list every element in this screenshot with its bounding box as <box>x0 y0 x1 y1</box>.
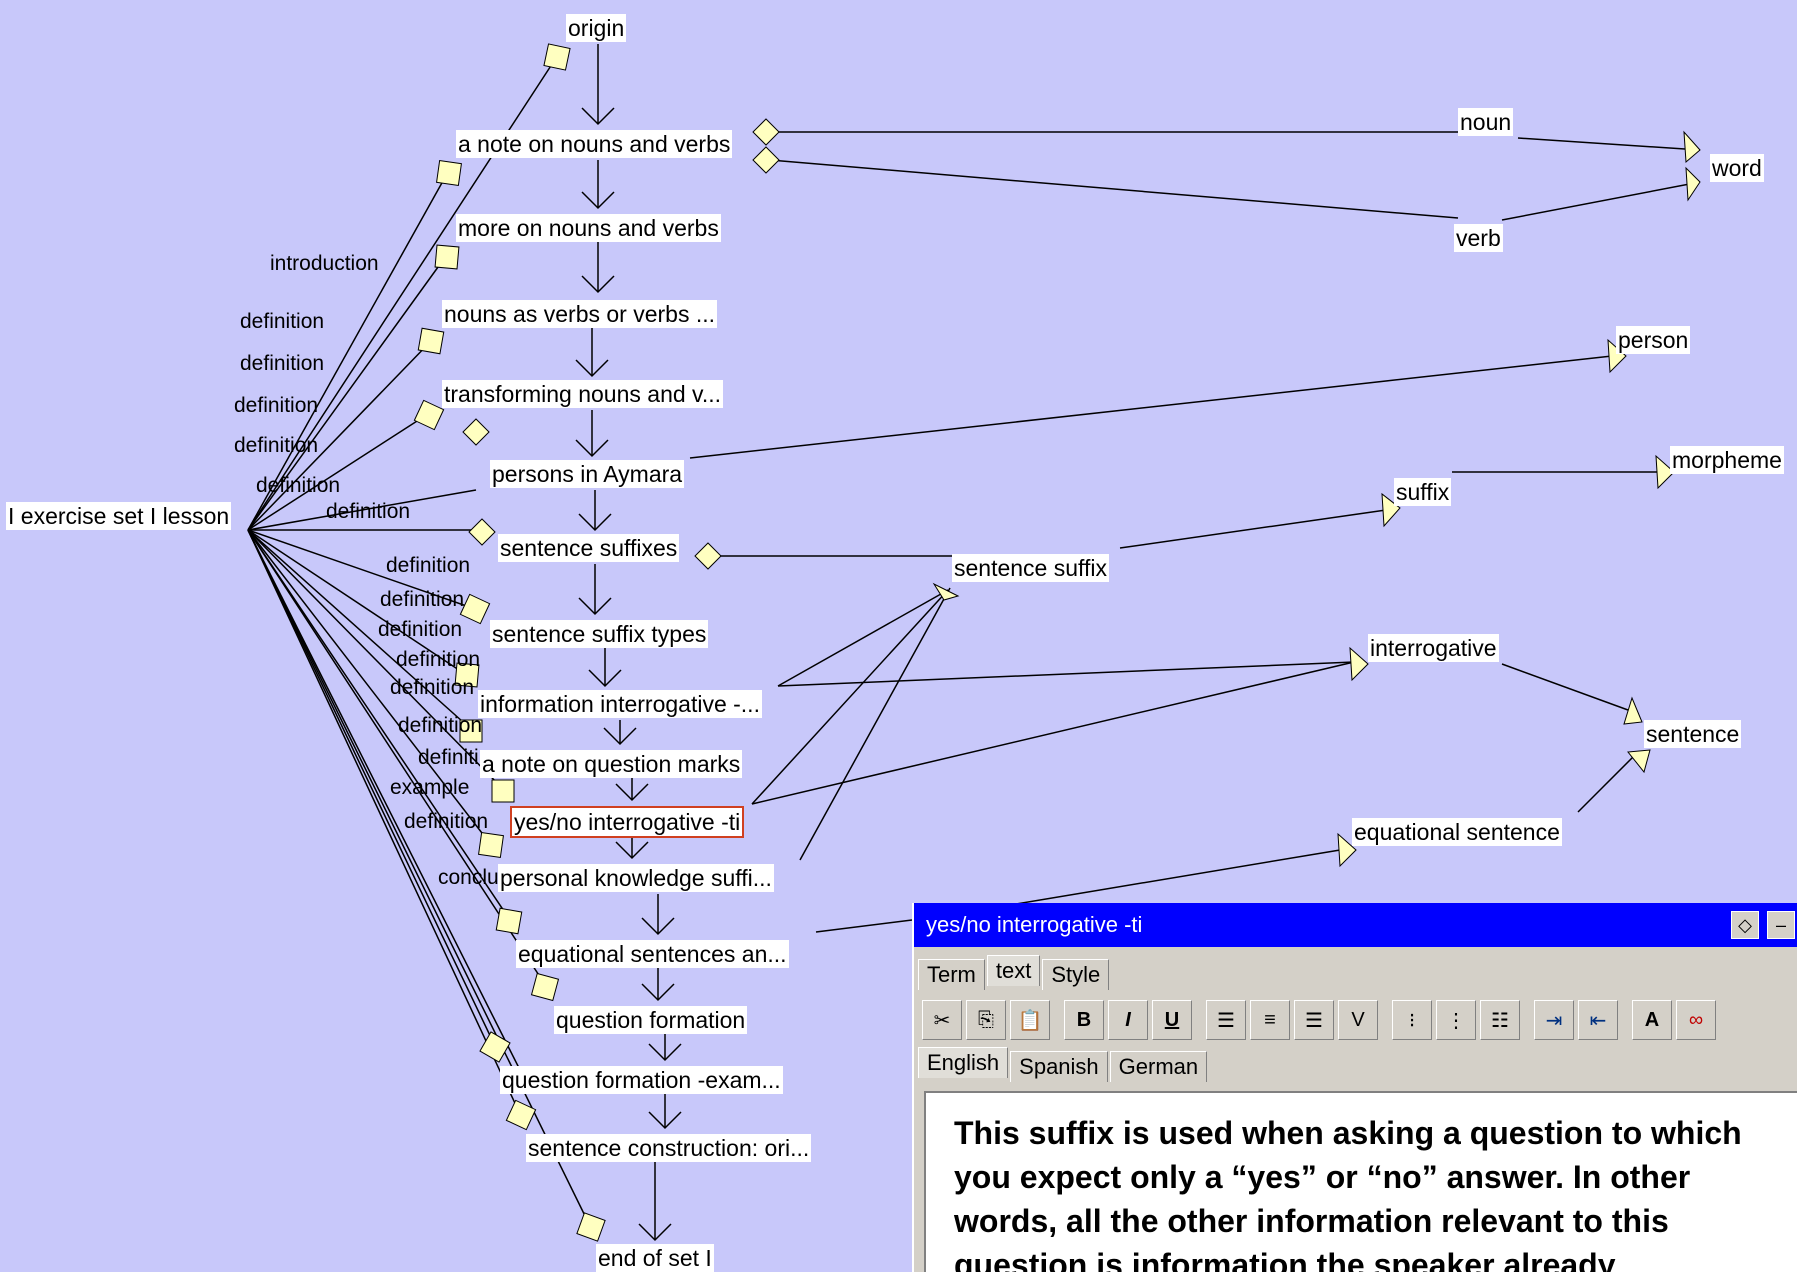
list-icon[interactable]: ☷ <box>1480 1000 1520 1040</box>
language-tabs: English Spanish German <box>918 1047 1209 1082</box>
node-origin[interactable]: origin <box>566 14 627 42</box>
node-yes-no-interrogative[interactable]: yes/no interrogative -ti <box>509 806 745 838</box>
tab-spanish[interactable]: Spanish <box>1010 1051 1108 1082</box>
bullet-list-icon[interactable]: ⁝ <box>1392 1000 1432 1040</box>
edge-label-definition: definition <box>240 310 325 333</box>
edge-label-definition: definition <box>256 474 341 497</box>
edge-label-example: example <box>390 776 470 799</box>
edge-label-definition: definiti <box>418 746 479 769</box>
edge-label-definition: definition <box>386 554 471 577</box>
editor-tabs: Term text Style <box>918 955 1111 990</box>
edge-label-definition: definition <box>404 810 489 833</box>
node-sentence-suffix[interactable]: sentence suffix <box>952 554 1110 582</box>
node-interrogative[interactable]: interrogative <box>1368 634 1499 662</box>
edge-label-introduction: introduction <box>270 252 379 275</box>
editor-text[interactable]: This suffix is used when asking a questi… <box>954 1115 1742 1272</box>
copy-icon[interactable]: ⎘ <box>966 1000 1006 1040</box>
edge-label-definition: definition <box>390 676 475 699</box>
connectors <box>413 43 1701 1242</box>
align-center-icon[interactable]: ≡ <box>1250 1000 1290 1040</box>
node-information-interrogative[interactable]: information interrogative -... <box>478 690 762 718</box>
bold-button[interactable]: B <box>1064 1000 1104 1040</box>
tab-text[interactable]: text <box>986 955 1041 986</box>
justify-button[interactable]: V <box>1338 1000 1378 1040</box>
restore-icon[interactable]: ◇ <box>1731 911 1759 939</box>
cut-icon[interactable]: ✂ <box>922 1000 962 1040</box>
node-equational-sentence[interactable]: equational sentence <box>1352 818 1562 846</box>
node-question-formation[interactable]: question formation <box>554 1006 748 1034</box>
tab-style[interactable]: Style <box>1042 959 1110 990</box>
node-exercise-set-lesson[interactable]: I exercise set I lesson <box>6 502 232 530</box>
node-sentence-suffixes[interactable]: sentence suffixes <box>498 534 680 562</box>
edge-label-definition: definition <box>326 500 411 523</box>
node-equational-sentences[interactable]: equational sentences an... <box>516 940 789 968</box>
node-personal-knowledge[interactable]: personal knowledge suffi... <box>498 864 774 892</box>
indent-icon[interactable]: ⇥ <box>1534 1000 1574 1040</box>
node-note-question-marks[interactable]: a note on question marks <box>480 750 743 778</box>
font-button[interactable]: A <box>1632 1000 1672 1040</box>
edge-label-conclusion: conclu <box>438 866 499 889</box>
outdent-icon[interactable]: ⇤ <box>1578 1000 1618 1040</box>
paste-icon[interactable]: 📋 <box>1010 1000 1050 1040</box>
node-verb[interactable]: verb <box>1454 224 1503 252</box>
edge-label-definition: definition <box>234 434 319 457</box>
numbered-list-icon[interactable]: ⋮ <box>1436 1000 1476 1040</box>
editor-titlebar[interactable]: yes/no interrogative -ti <box>914 903 1797 947</box>
node-more-nouns-verbs[interactable]: more on nouns and verbs <box>456 214 721 242</box>
term-editor-panel: yes/no interrogative -ti ◇ – Term text S… <box>912 903 1797 1272</box>
edge-label-definition: definition <box>378 618 463 641</box>
node-word[interactable]: word <box>1710 154 1764 182</box>
node-sentence-construction[interactable]: sentence construction: ori... <box>526 1134 812 1162</box>
edge-label-definition: definition <box>398 714 483 737</box>
underline-button[interactable]: U <box>1152 1000 1192 1040</box>
editor-title: yes/no interrogative -ti <box>926 912 1143 937</box>
node-person[interactable]: person <box>1616 326 1691 354</box>
node-sentence[interactable]: sentence <box>1644 720 1742 748</box>
node-noun[interactable]: noun <box>1458 108 1514 136</box>
node-persons-aymara[interactable]: persons in Aymara <box>490 460 685 488</box>
text-editor-area[interactable]: This suffix is used when asking a questi… <box>924 1091 1797 1272</box>
node-note-nouns-verbs[interactable]: a note on nouns and verbs <box>456 130 733 158</box>
node-suffix[interactable]: suffix <box>1394 478 1452 506</box>
tab-english[interactable]: English <box>918 1047 1009 1078</box>
edge-label-definition: definition <box>234 394 319 417</box>
node-nouns-as-verbs[interactable]: nouns as verbs or verbs ... <box>442 300 718 328</box>
align-left-icon[interactable]: ☰ <box>1206 1000 1246 1040</box>
align-right-icon[interactable]: ☰ <box>1294 1000 1334 1040</box>
italic-button[interactable]: I <box>1108 1000 1148 1040</box>
node-end-of-set[interactable]: end of set I <box>596 1244 714 1272</box>
node-morpheme[interactable]: morpheme <box>1670 446 1784 474</box>
tab-term[interactable]: Term <box>918 959 985 990</box>
tab-german[interactable]: German <box>1109 1051 1208 1082</box>
node-sentence-suffix-types[interactable]: sentence suffix types <box>490 620 709 648</box>
node-question-formation-example[interactable]: question formation -exam... <box>500 1066 783 1094</box>
node-transforming-nouns[interactable]: transforming nouns and v... <box>442 380 723 408</box>
link-icon[interactable]: ∞ <box>1676 1000 1716 1040</box>
minimize-icon[interactable]: – <box>1767 911 1795 939</box>
edge-label-definition: definition <box>396 648 481 671</box>
format-toolbar: ✂ ⎘ 📋 B I U ☰ ≡ ☰ V ⁝ ⋮ ☷ ⇥ ⇤ A ∞ <box>922 995 1797 1045</box>
edge-label-definition: definition <box>240 352 325 375</box>
edges <box>247 44 1701 1242</box>
edge-label-definition: definition <box>380 588 465 611</box>
